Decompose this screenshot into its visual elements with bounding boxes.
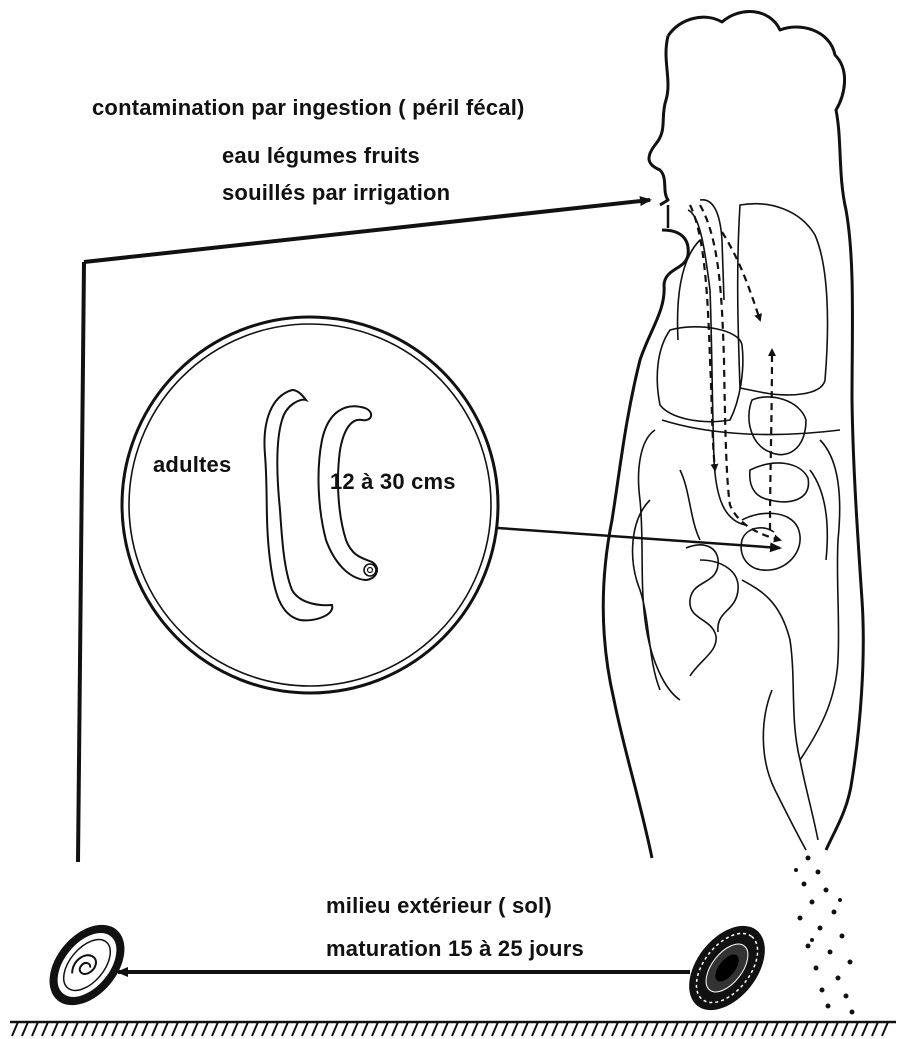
adult-worm-female [264, 390, 332, 620]
fresh-egg-icon [674, 912, 780, 1025]
small-intestine-coil [741, 513, 800, 570]
contamination-sources: eau légumes fruits [222, 143, 420, 169]
adult-worms-inset [122, 317, 498, 693]
route-arrow-to-mouth [84, 200, 650, 262]
colon-left [639, 430, 680, 700]
adults-label: adultes [153, 452, 231, 478]
ground-line [10, 1022, 896, 1036]
liver [657, 327, 743, 422]
ground-hatching [12, 1022, 888, 1036]
larval-migration-path [690, 205, 780, 540]
worm-size-label: 12 à 30 cms [330, 469, 456, 495]
human-body-silhouette [603, 12, 863, 858]
small-intestine-loops [686, 545, 738, 676]
stomach [750, 463, 809, 502]
lung-left [678, 240, 700, 340]
route-vertical-line [78, 262, 84, 862]
worm-tail-curl [364, 564, 376, 576]
heart [749, 397, 806, 455]
egg-dots [794, 856, 855, 1015]
inset-circle-outer [122, 317, 498, 693]
contamination-irrigation: souillés par irrigation [222, 180, 450, 206]
inset-pointer-arrow [498, 528, 780, 548]
contamination-route [78, 200, 650, 862]
maturation-label: maturation 15 à 25 jours [326, 936, 584, 962]
outside-environment-label: milieu extérieur ( sol) [326, 893, 552, 919]
lung-right [738, 204, 828, 395]
contamination-title: contamination par ingestion ( péril féca… [92, 95, 525, 121]
embryonated-egg-icon [34, 910, 139, 1019]
rectum [763, 690, 806, 850]
inset-circle-inner [129, 324, 491, 686]
